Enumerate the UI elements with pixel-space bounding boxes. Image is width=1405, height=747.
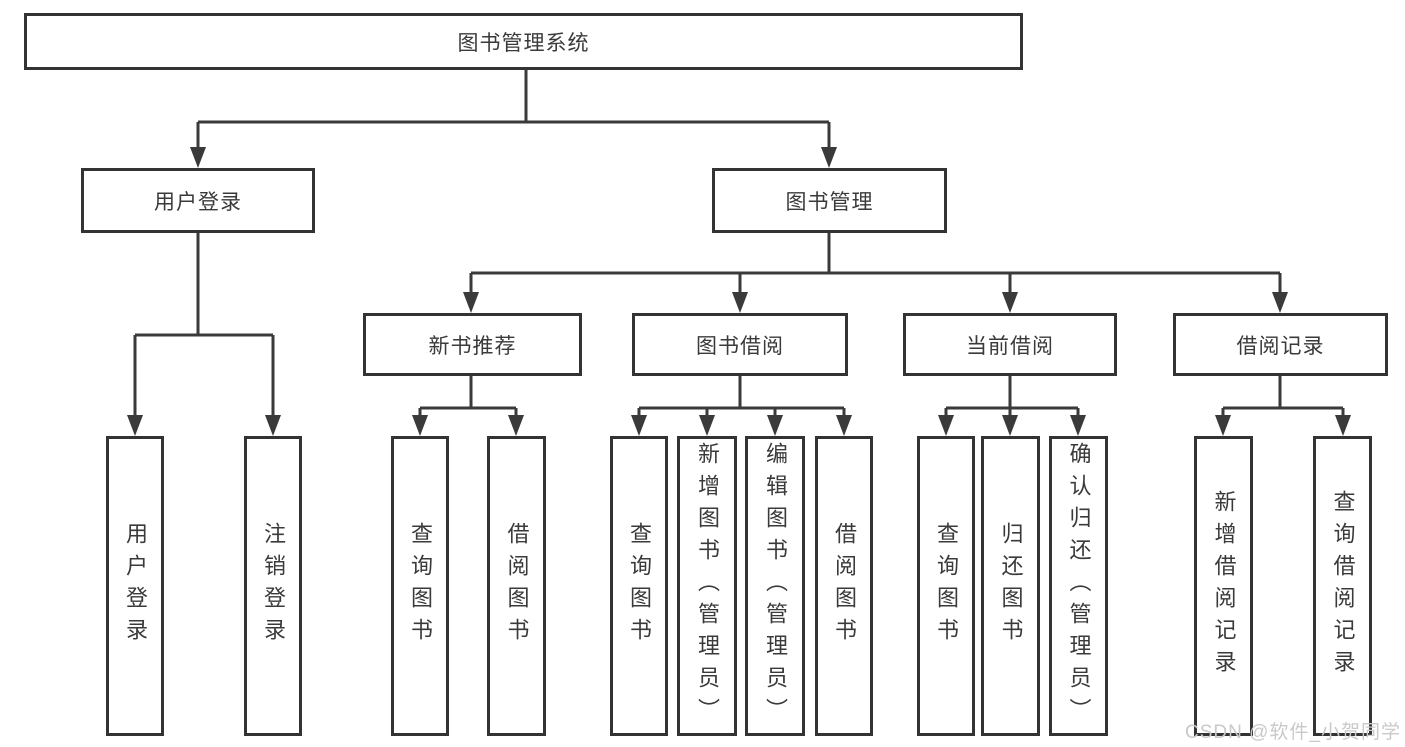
- leaf-logout-label: 注销登录: [261, 522, 286, 650]
- leaf-return-books: 归还图书: [981, 436, 1040, 736]
- connector-current-to-leaves: [944, 376, 1080, 418]
- leaf-return-books-label: 归还图书: [998, 522, 1024, 650]
- leaf-query-borrow-record-label: 查询借阅记录: [1330, 490, 1356, 682]
- node-user-login: 用户登录: [81, 168, 315, 233]
- leaf-borrow-books-recommend: 借阅图书: [487, 436, 546, 736]
- leaf-add-book-admin: 新增图书（管理员）: [677, 436, 737, 736]
- leaf-query-books-recommend-label: 查询图书: [408, 522, 433, 650]
- leaf-edit-book-admin-label: 编辑图书（管理员）: [763, 442, 788, 730]
- node-current-borrowing-label: 当前借阅: [966, 334, 1054, 358]
- node-book-borrowing: 图书借阅: [632, 313, 848, 376]
- connector-recommend-to-leaves: [418, 376, 518, 418]
- connector-borrow-to-leaves: [637, 376, 846, 418]
- node-new-book-recommend-label: 新书推荐: [428, 334, 517, 358]
- node-new-book-recommend: 新书推荐: [363, 313, 582, 376]
- leaf-query-books-recommend: 查询图书: [391, 436, 449, 736]
- node-borrowing-records: 借阅记录: [1173, 313, 1388, 376]
- leaf-borrow-books-label: 借阅图书: [832, 522, 857, 650]
- node-book-borrowing-label: 图书借阅: [696, 334, 784, 358]
- leaf-query-books-borrow: 查询图书: [610, 436, 668, 736]
- connector-login-to-leaves: [133, 233, 275, 418]
- leaf-query-books-current-label: 查询图书: [934, 522, 959, 650]
- leaf-user-login-label: 用户登录: [123, 522, 148, 650]
- leaf-borrow-books: 借阅图书: [815, 436, 873, 736]
- node-library-system: 图书管理系统: [24, 13, 1023, 70]
- connector-management-to-level3: [469, 233, 1282, 295]
- csdn-watermark: CSDN @软件_小贺同学: [1185, 722, 1401, 743]
- node-book-management: 图书管理: [712, 168, 947, 233]
- leaf-confirm-return-admin-label: 确认归还（管理员）: [1066, 442, 1092, 730]
- connector-records-to-leaves: [1221, 376, 1345, 418]
- connector-root-to-level2: [196, 69, 831, 150]
- leaf-query-books-current: 查询图书: [917, 436, 975, 736]
- node-user-login-label: 用户登录: [154, 190, 242, 214]
- leaf-query-books-borrow-label: 查询图书: [627, 522, 652, 650]
- leaf-add-borrow-record: 新增借阅记录: [1194, 436, 1253, 736]
- leaf-edit-book-admin: 编辑图书（管理员）: [745, 436, 805, 736]
- node-book-management-label: 图书管理: [785, 190, 874, 214]
- leaf-query-borrow-record: 查询借阅记录: [1313, 436, 1372, 736]
- leaf-confirm-return-admin: 确认归还（管理员）: [1049, 436, 1108, 736]
- node-library-system-label: 图书管理系统: [457, 31, 590, 55]
- node-current-borrowing: 当前借阅: [903, 313, 1117, 376]
- leaf-add-book-admin-label: 新增图书（管理员）: [695, 442, 720, 730]
- leaf-user-login: 用户登录: [106, 436, 164, 736]
- leaf-logout: 注销登录: [244, 436, 302, 736]
- leaf-borrow-books-recommend-label: 借阅图书: [504, 522, 530, 650]
- node-borrowing-records-label: 借阅记录: [1236, 334, 1325, 358]
- leaf-add-borrow-record-label: 新增借阅记录: [1211, 490, 1237, 682]
